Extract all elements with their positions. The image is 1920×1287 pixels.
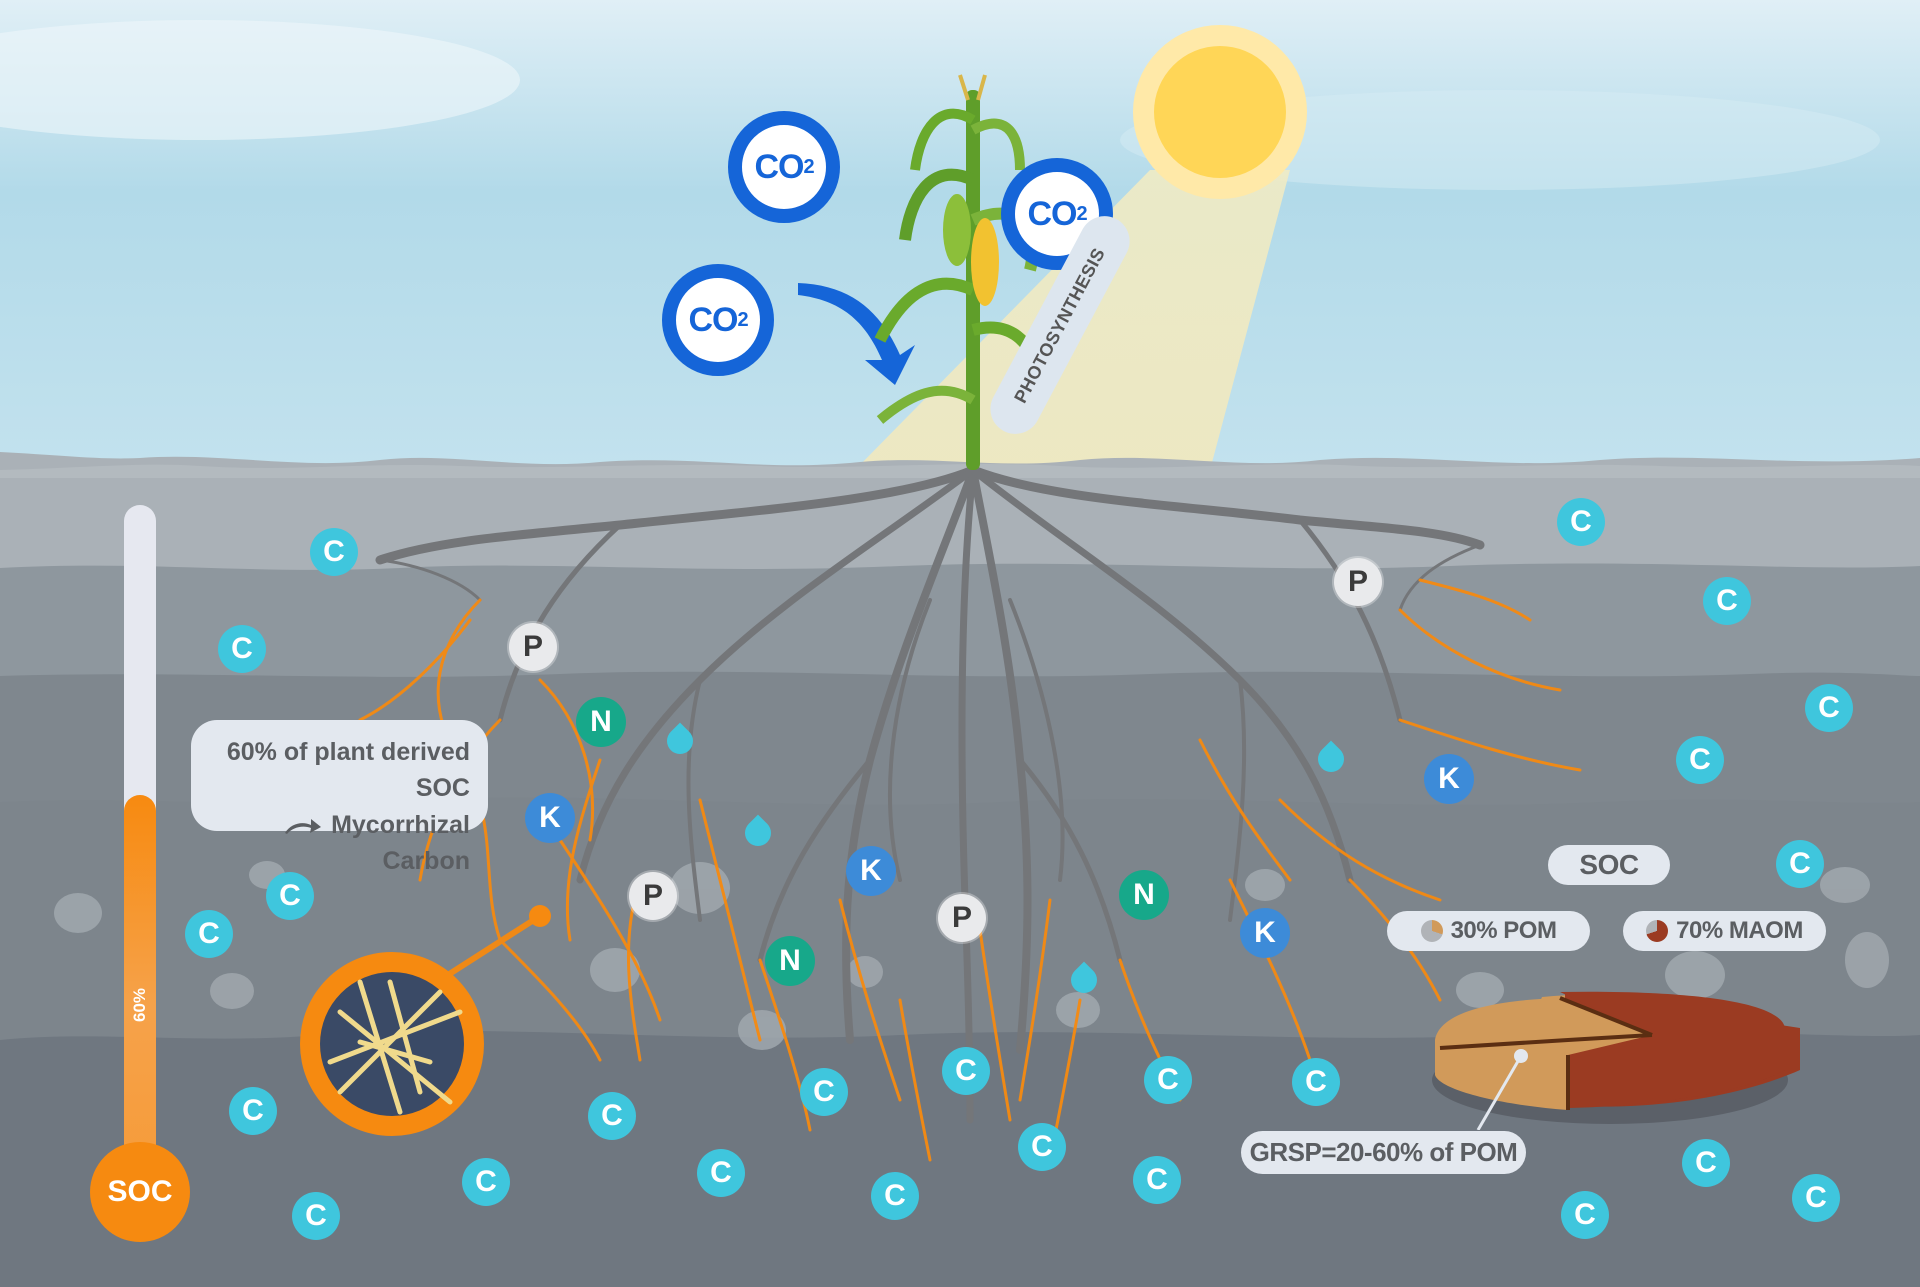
- pom-slice: [1435, 998, 1652, 1110]
- hyphae-micrograph: [320, 972, 464, 1116]
- soc-pie-chart: [1432, 991, 1800, 1130]
- carbon-badge: C: [942, 1047, 990, 1095]
- carbon-badge: C: [1133, 1156, 1181, 1204]
- sun: [1154, 46, 1286, 178]
- carbon-badge: C: [1792, 1174, 1840, 1222]
- carbon-badge: C: [697, 1149, 745, 1197]
- carbon-badge: C: [462, 1158, 510, 1206]
- curved-right-arrow-icon: [285, 818, 322, 834]
- carbon-badge: C: [1682, 1139, 1730, 1187]
- mycorrhizal-carbon-callout: 60% of plant derived SOC Mycorrhizal Car…: [191, 720, 488, 875]
- carbon-badge: C: [1557, 498, 1605, 546]
- callout-line-2: Mycorrhizal Carbon: [331, 810, 470, 875]
- carbon-badge: C: [1561, 1191, 1609, 1239]
- soc-percent-label: 60%: [130, 987, 149, 1023]
- potassium-badge: K: [1240, 908, 1290, 958]
- potassium-badge: K: [525, 793, 575, 843]
- pom-legend-pill: 30% POM: [1387, 911, 1590, 951]
- carbon-badge: C: [871, 1172, 919, 1220]
- carbon-badge: C: [292, 1192, 340, 1240]
- carbon-badge: C: [1703, 577, 1751, 625]
- carbon-badge: C: [310, 528, 358, 576]
- carbon-badge: C: [1776, 840, 1824, 888]
- mycorrhizal-hyphae: [358, 578, 1582, 1162]
- maom-pie-icon: [1646, 920, 1669, 942]
- maom-legend-pill: 70% MAOM: [1623, 911, 1826, 951]
- carbon-badge: C: [1144, 1056, 1192, 1104]
- potassium-badge: K: [846, 846, 896, 896]
- carbon-badge: C: [800, 1068, 848, 1116]
- nitrogen-badge: N: [1119, 870, 1169, 920]
- callout-line-2-row: Mycorrhizal Carbon: [209, 807, 470, 880]
- callout-line-1: 60% of plant derived SOC: [226, 738, 470, 803]
- grsp-label-pill: GRSP=20-60% of POM: [1241, 1131, 1526, 1174]
- corn-plant-icon: [874, 74, 1051, 470]
- carbon-badge: C: [1805, 684, 1853, 732]
- phosphorus-badge: P: [1334, 558, 1382, 606]
- carbon-badge: C: [588, 1092, 636, 1140]
- carbon-badge: C: [185, 910, 233, 958]
- soc-thermometer-bulb: SOC: [90, 1142, 190, 1242]
- co2-arrow-icon: [798, 283, 915, 385]
- hyphae-node: [529, 905, 551, 927]
- nitrogen-badge: N: [765, 936, 815, 986]
- carbon-badge: C: [229, 1087, 277, 1135]
- phosphorus-badge: P: [938, 894, 986, 942]
- potassium-badge: K: [1424, 754, 1474, 804]
- mycorrhiza-inset-image: [300, 952, 484, 1136]
- pebbles: [54, 861, 1889, 1050]
- carbon-badge: C: [218, 625, 266, 673]
- plant-roots: [375, 465, 1485, 1124]
- soil-layer-deep: [0, 1030, 1920, 1287]
- phosphorus-badge: P: [509, 623, 557, 671]
- carbon-badge: C: [266, 872, 314, 920]
- phosphorus-badge: P: [629, 872, 677, 920]
- nitrogen-badge: N: [576, 697, 626, 747]
- pom-pie-icon: [1420, 920, 1443, 942]
- soc-header-pill: SOC: [1548, 845, 1670, 885]
- carbon-badge: C: [1676, 736, 1724, 784]
- carbon-badge: C: [1018, 1123, 1066, 1171]
- carbon-badge: C: [1292, 1058, 1340, 1106]
